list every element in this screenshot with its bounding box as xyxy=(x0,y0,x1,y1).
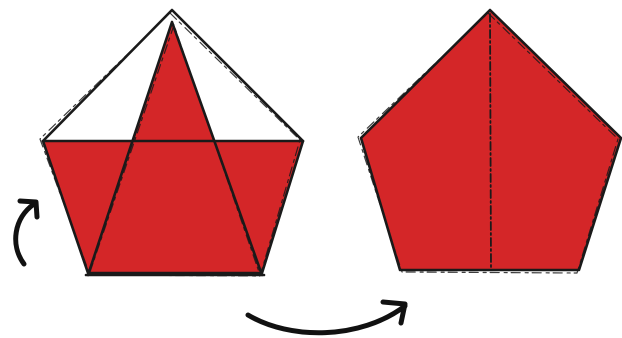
curved-arrow-right-icon xyxy=(248,302,405,333)
curved-arrow-up-icon xyxy=(16,201,37,264)
step-2-pentagon xyxy=(358,10,621,273)
step-1-pentagon xyxy=(40,10,303,276)
